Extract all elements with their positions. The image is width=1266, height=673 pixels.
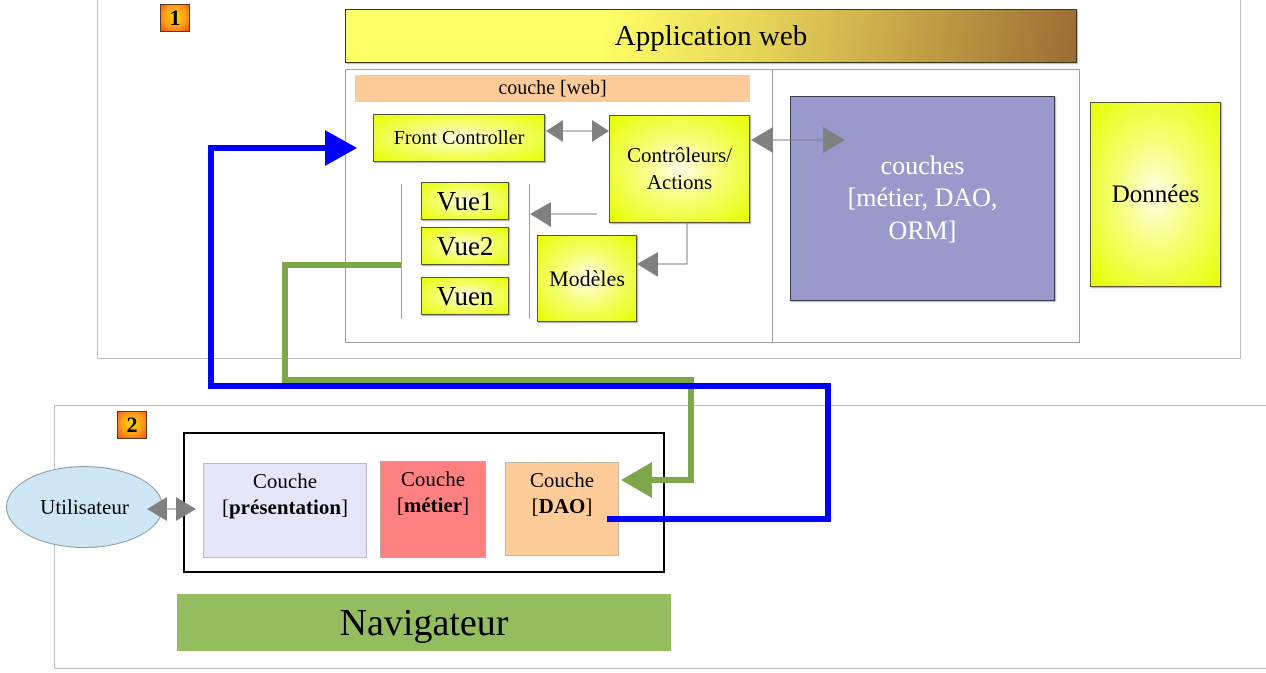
web-layer-label-text: couche [web] [498, 77, 607, 99]
view-box-1: Vue1 [421, 182, 509, 220]
business-layer-box: Couche [métier] [380, 461, 486, 558]
app-title: Application web [614, 19, 808, 52]
presentation-layer-box: Couche [présentation] [203, 463, 367, 558]
front-controller-box: Front Controller [373, 114, 545, 162]
business-layers-line1: couches [880, 150, 965, 180]
dao-layer-line1: Couche [529, 468, 595, 492]
app-title-bar: Application web [345, 9, 1077, 63]
models-box: Modèles [537, 235, 637, 322]
controllers-label-line2: Actions [646, 170, 713, 194]
web-layer-divider [772, 69, 773, 343]
dao-layer-line2: [DAO] [531, 494, 593, 519]
step-badge-1: 1 [160, 4, 190, 32]
data-label: Données [1111, 180, 1200, 208]
dao-layer-box: Couche [DAO] [505, 462, 619, 556]
view-box-n: Vuen [421, 277, 509, 315]
web-layer-label: couche [web] [355, 75, 750, 102]
view-label-n: Vuen [436, 280, 494, 311]
view-label-2: Vue2 [436, 230, 494, 261]
view-box-2: Vue2 [421, 227, 509, 265]
user-ellipse: Utilisateur [6, 466, 163, 548]
controllers-box: Contrôleurs/ Actions [609, 115, 750, 223]
front-controller-label: Front Controller [393, 126, 525, 149]
presentation-layer-line1: Couche [252, 469, 318, 493]
user-label: Utilisateur [40, 494, 129, 519]
browser-label: Navigateur [339, 601, 509, 644]
view-label-1: Vue1 [436, 185, 494, 216]
data-box: Données [1090, 102, 1221, 287]
browser-label-bar: Navigateur [177, 594, 671, 651]
presentation-layer-line2: [présentation] [222, 495, 348, 520]
business-layers-box: couches [métier, DAO, ORM] [790, 96, 1055, 301]
step-badge-2: 2 [117, 411, 147, 439]
business-layer-line2: [métier] [396, 493, 470, 518]
business-layers-line2: [métier, DAO, [847, 183, 998, 213]
business-layers-line3: ORM] [888, 215, 957, 245]
controllers-label-line1: Contrôleurs/ [627, 142, 732, 167]
views-bracket-left [401, 184, 402, 319]
models-label: Modèles [549, 265, 625, 291]
business-layer-line1: Couche [400, 467, 466, 491]
views-bracket-right [529, 184, 530, 319]
